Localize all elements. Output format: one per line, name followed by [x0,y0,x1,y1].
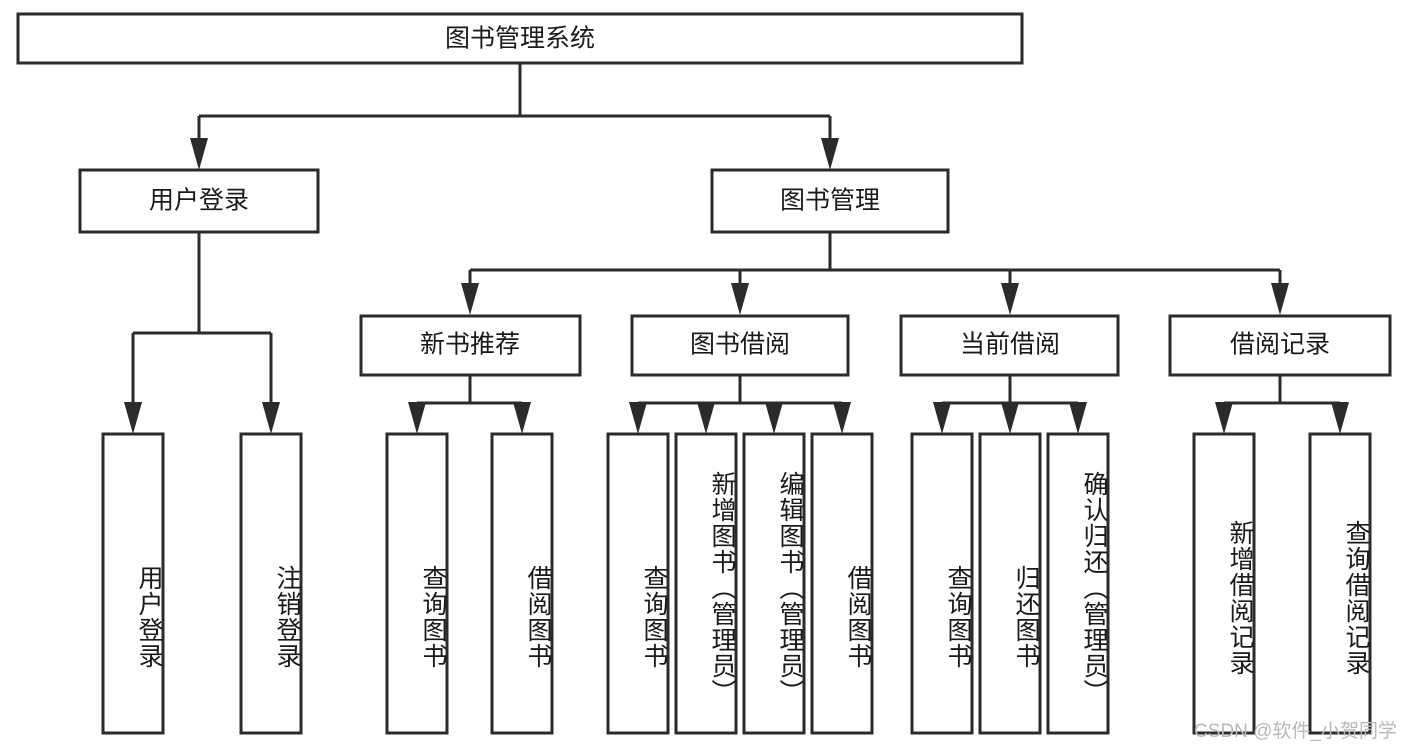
arrow-to-leaf-query-record [1331,402,1349,434]
connector-layer [124,63,1349,434]
leaf-edit-book-box[interactable] [742,432,806,735]
arrow-to-leaf-confirm-return [1069,402,1087,434]
node-user-login[interactable]: 用户登录 [78,168,320,234]
node-borrow-record-box[interactable] [1168,314,1392,377]
leaf-query-book-1-box[interactable] [385,432,449,735]
node-root-box[interactable] [16,12,1024,65]
arrow-to-book-borrow [731,283,749,315]
node-current-borrow[interactable]: 当前借阅 [899,314,1120,377]
arrow-to-current-borrow [1001,283,1019,315]
leaf-user-login-box[interactable] [101,432,165,735]
node-book-borrow[interactable]: 图书借阅 [630,314,850,377]
arrow-to-book-manage [821,138,839,170]
leaf-logout-login-box[interactable] [239,432,303,735]
arrow-to-user-login [190,138,208,170]
node-user-login-box[interactable] [78,168,320,234]
arrow-to-leaf-return-book [1001,402,1019,434]
node-book-borrow-box[interactable] [630,314,850,377]
leaf-box-layer [101,432,1372,735]
leaf-borrow-book-1-box[interactable] [490,432,554,735]
arrow-to-leaf-borrow-book-2 [833,402,851,434]
arrow-to-leaf-add-record [1215,402,1233,434]
leaf-add-book-box[interactable] [674,432,738,735]
node-book-manage-box[interactable] [710,168,950,234]
node-root-label: 图书管理系统 [445,25,595,53]
arrow-to-leaf-query-book-1 [408,402,426,434]
node-book-manage-label: 图书管理 [780,187,880,215]
node-borrow-record[interactable]: 借阅记录 [1168,314,1392,377]
arrow-to-leaf-query-book-3 [933,402,951,434]
leaf-query-book-3-box[interactable] [910,432,974,735]
node-new-book-rec-box[interactable] [359,314,582,377]
node-new-book-rec[interactable]: 新书推荐 [359,314,582,377]
arrow-to-leaf-logout-login [262,402,280,434]
node-user-login-label: 用户登录 [149,187,249,215]
node-current-borrow-label: 当前借阅 [960,331,1060,359]
arrow-to-borrow-record [1271,283,1289,315]
arrow-to-leaf-query-book-2 [629,402,647,434]
node-borrow-record-label: 借阅记录 [1230,331,1330,359]
leaf-add-record-box[interactable] [1192,432,1256,735]
node-book-borrow-label: 图书借阅 [690,331,790,359]
arrow-to-new-book-rec [461,283,479,315]
node-new-book-rec-label: 新书推荐 [420,331,520,359]
arrow-to-leaf-add-book [697,402,715,434]
node-current-borrow-box[interactable] [899,314,1120,377]
leaf-borrow-book-2-box[interactable] [810,432,874,735]
csdn-watermark: CSDN @软件_小贺同学 [1194,721,1397,742]
arrow-to-leaf-user-login [124,402,142,434]
arrow-to-leaf-edit-book [765,402,783,434]
node-root[interactable]: 图书管理系统 [16,12,1024,65]
leaf-query-book-2-box[interactable] [606,432,670,735]
leaf-confirm-return-box[interactable] [1046,432,1110,735]
leaf-query-record-box[interactable] [1308,432,1372,735]
arrow-to-leaf-borrow-book-1 [513,402,531,434]
leaf-return-book-box[interactable] [978,432,1042,735]
node-book-manage[interactable]: 图书管理 [710,168,950,234]
